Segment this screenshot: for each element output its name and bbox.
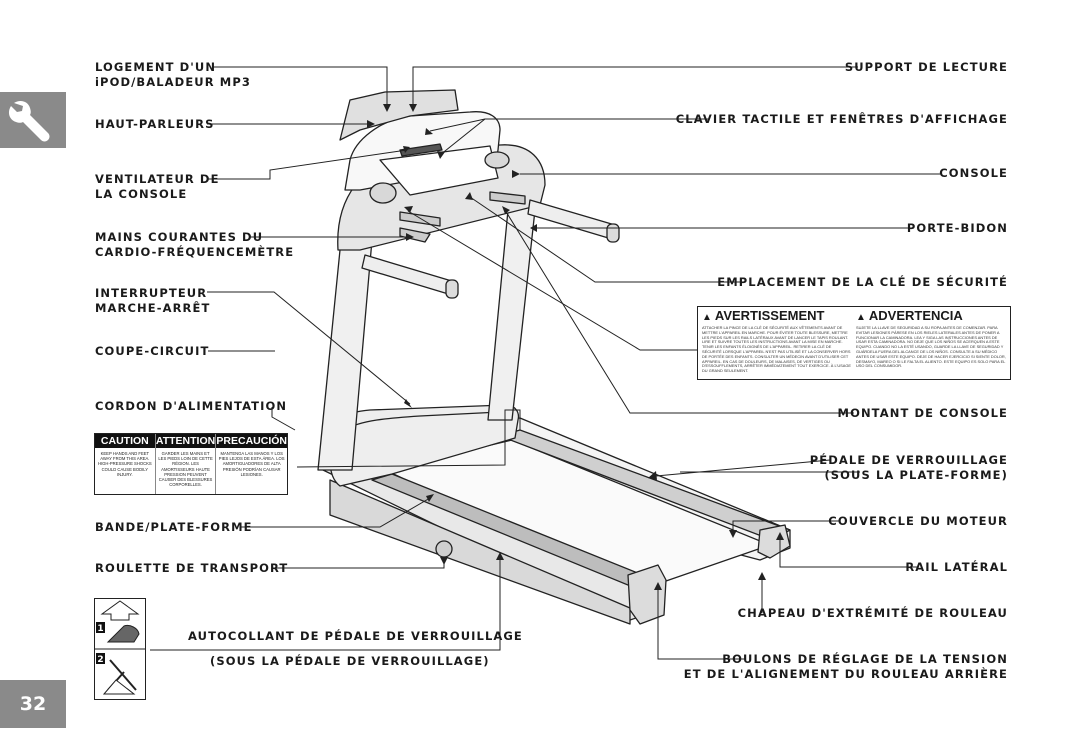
label-keypad-display: CLAVIER TACTILE ET FENÊTRES D'AFFICHAGE	[676, 112, 1008, 127]
label-line: SUPPORT DE LECTURE	[844, 60, 1008, 74]
label-line: BOULONS DE RÉGLAGE DE LA TENSION	[722, 652, 1008, 666]
label-line: CHAPEAU D'EXTRÉMITÉ DE ROULEAU	[737, 606, 1008, 620]
label-line: MAINS COURANTES DU	[95, 230, 264, 244]
label-line: LA CONSOLE	[95, 187, 188, 201]
caution-text: GARDER LES MAINS ET LES PIEDS LOIN DE CE…	[158, 451, 213, 488]
caution-col-es: PRECAUCIÓN MANTENGA LAS MANOS Y LOS PIES…	[216, 434, 287, 494]
label-line: RAIL LATÉRAL	[905, 560, 1008, 574]
label-power-cord: CORDON D'ALIMENTATION	[95, 399, 287, 414]
label-console-fan: VENTILATEUR DE LA CONSOLE	[95, 172, 220, 202]
label-console-upright: MONTANT DE CONSOLE	[838, 406, 1008, 421]
warning-header: ▲ADVERTENCIA	[856, 308, 1006, 326]
label-speakers: HAUT-PARLEURS	[95, 117, 215, 132]
label-lock-pedal: PÉDALE DE VERROUILLAGE (SOUS LA PLATE-FO…	[810, 453, 1008, 483]
lock-pedal-sticker-icon: 1 2	[94, 598, 146, 700]
warning-text: SUJETE LA LLAVE DE SEGURIDAD A SU ROPA A…	[856, 325, 1006, 369]
label-bottle-holder: PORTE-BIDON	[907, 221, 1008, 236]
warning-col-es: ▲ADVERTENCIA SUJETE LA LLAVE DE SEGURIDA…	[856, 307, 1006, 369]
step-number: 2	[97, 655, 103, 665]
label-line: (SOUS LA PÉDALE DE VERROUILLAGE)	[210, 654, 490, 668]
label-line: INTERRUPTEUR	[95, 286, 208, 300]
caution-col-en: CAUTION KEEP HANDS AND FEET AWAY FROM TH…	[95, 434, 156, 494]
warning-title: ADVERTENCIA	[868, 308, 963, 323]
label-transport-wheel: ROULETTE DE TRANSPORT	[95, 561, 288, 576]
label-power-switch: INTERRUPTEUR MARCHE-ARRÊT	[95, 286, 210, 316]
label-line: VENTILATEUR DE	[95, 172, 220, 186]
warning-text: ATTACHER LA PINCE DE LA CLÉ DE SÉCURITÉ …	[702, 325, 851, 374]
caution-header: ATTENTION	[155, 434, 216, 448]
page-number: 32	[0, 680, 66, 728]
step-number: 1	[97, 624, 103, 634]
label-line: ET DE L'ALIGNEMENT DU ROULEAU ARRIÈRE	[683, 667, 1008, 681]
label-lock-pedal-sticker-sub: (SOUS LA PÉDALE DE VERROUILLAGE)	[210, 654, 490, 669]
caution-text: KEEP HANDS AND FEET AWAY FROM THIS AREA.…	[97, 451, 152, 477]
label-line: PORTE-BIDON	[906, 221, 1008, 235]
label-line: MONTANT DE CONSOLE	[837, 406, 1008, 420]
label-tension-bolts: BOULONS DE RÉGLAGE DE LA TENSION ET DE L…	[684, 652, 1008, 682]
label-line: AUTOCOLLANT DE PÉDALE DE VERROUILLAGE	[188, 629, 523, 643]
label-line: COUPE-CIRCUIT	[95, 344, 210, 358]
label-line: CLAVIER TACTILE ET FENÊTRES D'AFFICHAGE	[675, 112, 1008, 126]
label-line: iPOD/BALADEUR MP3	[95, 75, 251, 89]
label-line: CARDIO-FRÉQUENCEMÈTRE	[95, 245, 295, 259]
label-line: LOGEMENT D'UN	[95, 60, 217, 74]
section-tab	[0, 92, 66, 148]
label-console: CONSOLE	[939, 166, 1008, 181]
caution-header: PRECAUCIÓN	[216, 434, 287, 448]
label-circuit-breaker: COUPE-CIRCUIT	[95, 344, 209, 359]
caution-text: MANTENGA LAS MANOS Y LOS PIES LEJOS DE E…	[218, 451, 285, 477]
warning-label: ▲AVERTISSEMENT ATTACHER LA PINCE DE LA C…	[697, 306, 1011, 380]
label-line: CORDON D'ALIMENTATION	[95, 399, 288, 413]
caution-header: CAUTION	[95, 434, 155, 448]
label-line: PÉDALE DE VERROUILLAGE	[809, 453, 1008, 467]
label-ipod-dock: LOGEMENT D'UN iPOD/BALADEUR MP3	[95, 60, 251, 90]
label-line: CONSOLE	[939, 166, 1008, 180]
label-line: COUVERCLE DU MOTEUR	[828, 514, 1008, 528]
caution-col-fr: ATTENTION GARDER LES MAINS ET LES PIEDS …	[155, 434, 217, 494]
label-line: BANDE/PLATE-FORME	[95, 520, 253, 534]
label-line: MARCHE-ARRÊT	[95, 301, 211, 315]
label-motor-cover: COUVERCLE DU MOTEUR	[828, 514, 1008, 529]
warning-header: ▲AVERTISSEMENT	[702, 308, 852, 326]
warning-col-fr: ▲AVERTISSEMENT ATTACHER LA PINCE DE LA C…	[702, 307, 852, 374]
label-pulse-handles: MAINS COURANTES DU CARDIO-FRÉQUENCEMÈTRE	[95, 230, 294, 260]
label-line: EMPLACEMENT DE LA CLÉ DE SÉCURITÉ	[717, 275, 1008, 289]
wrench-icon	[8, 100, 50, 142]
label-safety-key: EMPLACEMENT DE LA CLÉ DE SÉCURITÉ	[717, 275, 1008, 290]
label-side-rail: RAIL LATÉRAL	[905, 560, 1008, 575]
label-line: HAUT-PARLEURS	[95, 117, 215, 131]
warning-triangle-icon: ▲	[702, 312, 712, 323]
label-lock-pedal-sticker: AUTOCOLLANT DE PÉDALE DE VERROUILLAGE	[188, 629, 523, 644]
label-belt-deck: BANDE/PLATE-FORME	[95, 520, 253, 535]
label-line: ROULETTE DE TRANSPORT	[95, 561, 289, 575]
warning-triangle-icon: ▲	[856, 312, 866, 323]
caution-label: CAUTION KEEP HANDS AND FEET AWAY FROM TH…	[94, 433, 288, 495]
label-line: (SOUS LA PLATE-FORME)	[824, 468, 1008, 482]
warning-title: AVERTISSEMENT	[714, 308, 825, 323]
label-reading-rack: SUPPORT DE LECTURE	[845, 60, 1008, 75]
label-roller-endcap: CHAPEAU D'EXTRÉMITÉ DE ROULEAU	[738, 606, 1008, 621]
